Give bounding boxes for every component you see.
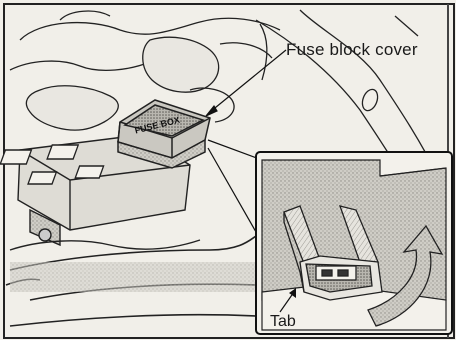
fuse-block-cover-label: Fuse block cover [286, 40, 418, 60]
fender-shading [10, 262, 256, 292]
tab-detail-inset [256, 152, 452, 334]
tab-label: Tab [270, 313, 296, 331]
